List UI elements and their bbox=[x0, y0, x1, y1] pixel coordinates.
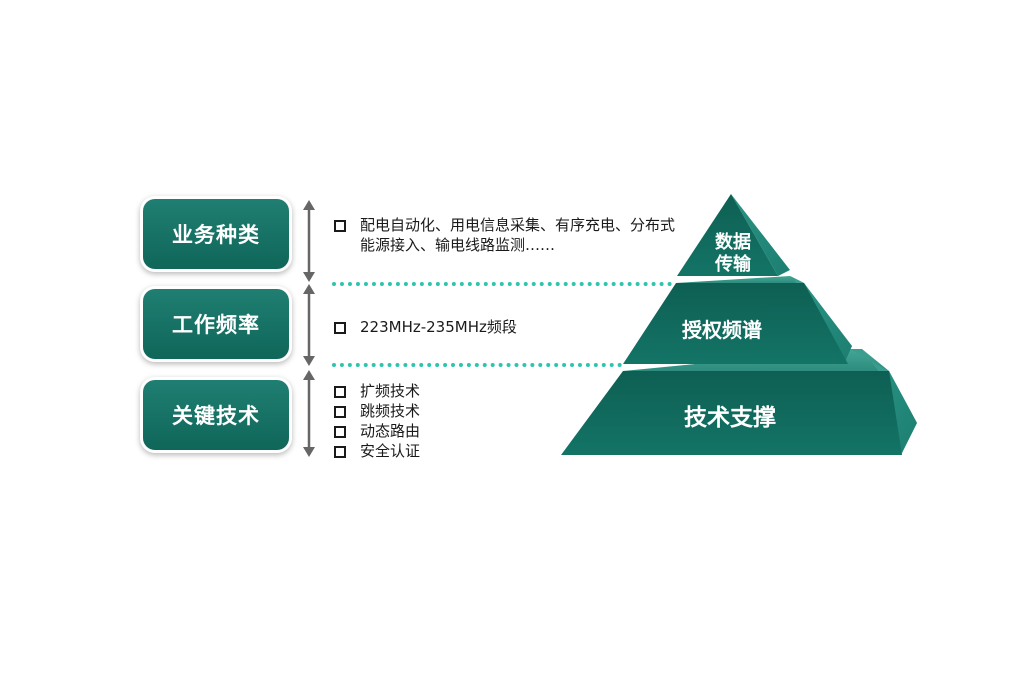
checkbox-square-icon bbox=[334, 426, 346, 438]
checkbox-square-icon bbox=[334, 386, 346, 398]
checkbox-square-icon bbox=[334, 406, 346, 418]
pyramid-middle-label: 授权频谱 bbox=[682, 318, 762, 342]
double-arrow-icon bbox=[303, 370, 315, 457]
key-technologies-list: 扩频技术 跳频技术 动态路由 安全认证 bbox=[333, 381, 533, 461]
separator-dotted-line bbox=[332, 282, 672, 286]
double-arrow-icon bbox=[303, 200, 315, 282]
pyramid-bottom-label: 技术支撑 bbox=[684, 405, 776, 431]
list-item: 跳频技术 bbox=[333, 401, 533, 421]
label-business-types: 业务种类 bbox=[143, 199, 289, 269]
working-frequency-list: 223MHz-235MHz频段 bbox=[333, 317, 633, 337]
label-working-frequency: 工作频率 bbox=[143, 289, 289, 359]
list-item: 安全认证 bbox=[333, 441, 533, 461]
checkbox-square-icon bbox=[334, 220, 346, 232]
checkbox-square-icon bbox=[334, 446, 346, 458]
pyramid-tier-bottom bbox=[561, 349, 917, 455]
checkbox-square-icon bbox=[334, 322, 346, 334]
pyramid-top-label-line1: 数据 bbox=[715, 231, 751, 253]
list-item: 223MHz-235MHz频段 bbox=[333, 317, 633, 337]
label-key-technologies: 关键技术 bbox=[143, 380, 289, 450]
list-item: 配电自动化、用电信息采集、有序充电、分布式能源接入、输电线路监测…… bbox=[333, 215, 678, 255]
separator-dotted-line bbox=[332, 363, 622, 367]
list-item: 动态路由 bbox=[333, 421, 533, 441]
business-types-list: 配电自动化、用电信息采集、有序充电、分布式能源接入、输电线路监测…… bbox=[333, 215, 678, 255]
double-arrow-icon bbox=[303, 284, 315, 366]
pyramid-tier-top bbox=[677, 194, 790, 276]
pyramid-tier-middle bbox=[623, 276, 852, 364]
pyramid-top-label-line2: 传输 bbox=[714, 253, 752, 275]
list-item: 扩频技术 bbox=[333, 381, 533, 401]
